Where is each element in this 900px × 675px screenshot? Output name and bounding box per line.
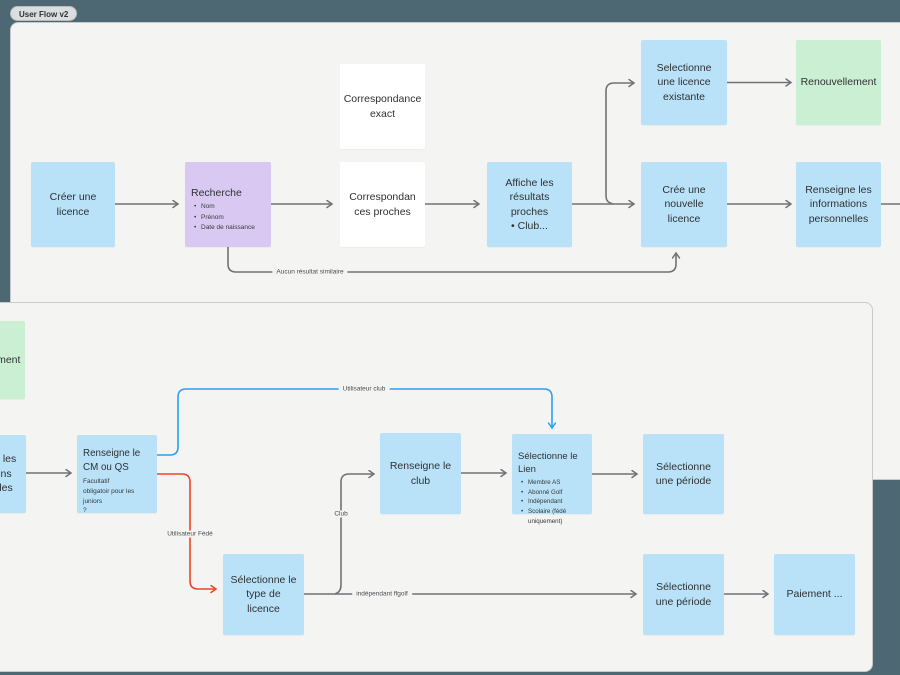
sticky-label: Sélectionne une période — [655, 460, 712, 487]
connector-label-club[interactable]: Club — [330, 510, 352, 518]
sticky-correspondances-proches[interactable]: Correspondan ces proches — [340, 162, 425, 247]
sticky-renseigne-club[interactable]: Renseigne le club — [380, 433, 461, 514]
sticky-paiement[interactable]: Paiement ... — [774, 554, 855, 635]
sticky-renseigne-informations-partial[interactable]: Renseigne les informations personnelles — [0, 435, 26, 513]
sticky-label: Renseigne les informations personnelles — [0, 453, 17, 495]
sticky-label: Renseigne le club — [389, 460, 452, 487]
sticky-cree-nouvelle-licence[interactable]: Crée une nouvelle licence — [641, 162, 727, 247]
sticky-label: Selectionne une licence existante — [656, 61, 712, 103]
sticky-label: Paiement ... — [786, 588, 843, 601]
sticky-title: Affiche les résultats proches — [505, 176, 554, 218]
sticky-recherche[interactable]: Recherche Nom Prénom Date de naissance — [185, 162, 271, 247]
sticky-bullet-list: Membre AS Abonné Golf Indépendant Scolai… — [521, 478, 586, 526]
sticky-note: Facultatif obligatoir pour les juniors ? — [83, 477, 151, 516]
bullet-item: Date de naissance — [194, 223, 255, 233]
sticky-affiche-resultats[interactable]: Affiche les résultats proches Club... — [487, 162, 572, 247]
sticky-bullet: Club... — [511, 219, 548, 233]
sticky-selectionne-periode-bas[interactable]: Sélectionne une période — [643, 554, 724, 635]
sticky-label: Correspondan ces proches — [349, 191, 416, 218]
connector-label-utilisateur-fede[interactable]: Utilisateur Fédé — [163, 530, 217, 538]
sticky-renseigne-informations[interactable]: Renseigne les informations personnelles — [796, 162, 881, 247]
bullet-item: Membre AS — [521, 478, 586, 488]
sticky-selectionne-type-licence[interactable]: Sélectionne le type de licence — [223, 554, 304, 635]
sticky-selectionne-licence-existante[interactable]: Selectionne une licence existante — [641, 40, 727, 125]
sticky-renouvellement-partial[interactable]: Renouvellement — [0, 321, 25, 399]
sticky-creer-une-licence[interactable]: Créer une licence — [31, 162, 115, 247]
sticky-selectionne-lien[interactable]: Sélectionne le Lien Membre AS Abonné Gol… — [512, 434, 592, 525]
note-line: obligatoir pour les juniors — [83, 487, 135, 505]
sticky-correspondance-exact[interactable]: Correspondance exact — [340, 64, 425, 149]
frame-tab[interactable]: User Flow v2 — [10, 6, 78, 21]
sticky-label: Renouvellement — [800, 76, 877, 89]
sticky-title: Recherche — [191, 187, 242, 199]
bullet-item: Abonné Golf — [521, 488, 586, 498]
sticky-label: Renseigne les informations personnelles — [805, 183, 872, 225]
sticky-bullet-list: Nom Prénom Date de naissance — [194, 202, 255, 232]
sticky-renouvellement[interactable]: Renouvellement — [796, 40, 881, 125]
bullet-item: Scolaire (fédé uniquement) — [521, 507, 586, 526]
connector-label-aucun-resultat[interactable]: Aucun résultat similaire — [272, 268, 348, 276]
sticky-selectionne-periode-haut[interactable]: Sélectionne une période — [643, 434, 724, 514]
sticky-renseigne-cm-qs[interactable]: Renseigne le CM ou QS Facultatif obligat… — [77, 435, 157, 516]
bullet-item: Prénom — [194, 213, 255, 223]
sticky-label: Sélectionne le type de licence — [230, 573, 297, 615]
sticky-label: Créer une licence — [49, 191, 97, 218]
note-line: ? — [83, 507, 87, 515]
frame-tab-label: User Flow v2 — [19, 10, 69, 19]
connector-label-independant-ffgolf[interactable]: indépendant ffgolf — [352, 590, 412, 598]
sticky-label: Sélectionne une période — [655, 581, 712, 608]
sticky-title: Sélectionne le Lien — [518, 451, 578, 476]
bullet-item: Nom — [194, 202, 255, 212]
connector-label-utilisateur-club[interactable]: Utilisateur club — [338, 385, 390, 393]
sticky-label: Renouvellement — [0, 353, 21, 366]
sticky-label: Crée une nouvelle licence — [662, 183, 706, 225]
note-line: Facultatif — [83, 478, 110, 486]
sticky-label: Correspondance exact — [343, 93, 422, 120]
bullet-item: Indépendant — [521, 497, 586, 507]
sticky-title: Renseigne le CM ou QS — [83, 448, 141, 473]
